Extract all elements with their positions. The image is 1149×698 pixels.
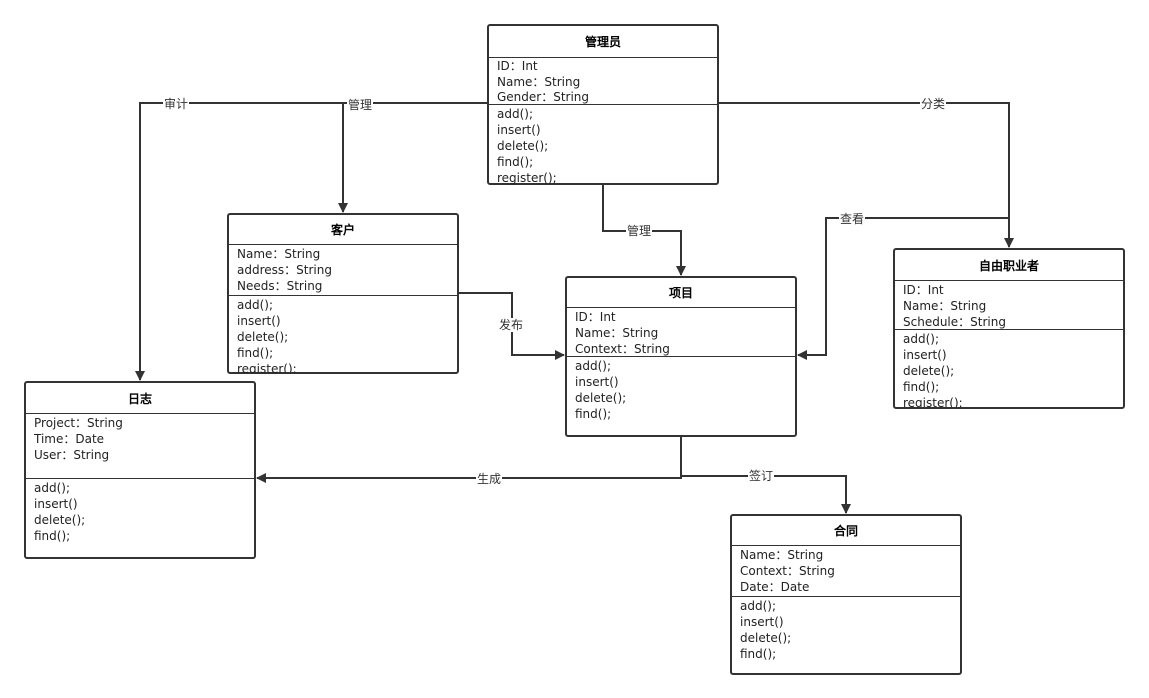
class-attributes: ID：Int Name：String Schedule：String (895, 281, 1123, 330)
attribute-row: Name：String (497, 75, 581, 89)
attribute-row: Date：Date (740, 580, 810, 594)
operation-row: delete(); (575, 391, 627, 405)
class-title: 日志 (26, 383, 254, 414)
attribute-row: ID：Int (497, 59, 538, 73)
class-title: 自由职业者 (895, 250, 1123, 281)
class-customer[interactable]: 客户 Name：String address：String Needs：Stri… (227, 213, 459, 374)
operation-row: delete(); (740, 631, 792, 645)
class-freelancer[interactable]: 自由职业者 ID：Int Name：String Schedule：String… (893, 248, 1125, 409)
label-manage-project: 管理 (626, 224, 653, 238)
operation-row: find(); (903, 380, 940, 394)
label-view: 查看 (839, 212, 866, 226)
edge-admin-freelancer (718, 102, 1014, 248)
class-project[interactable]: 项目 ID：Int Name：String Context：String add… (565, 276, 797, 437)
class-title: 合同 (732, 516, 960, 546)
attribute-row: Name：String (740, 548, 824, 562)
operation-row: add(); (34, 481, 70, 495)
operation-row: insert() (575, 375, 619, 389)
operation-row: insert() (237, 314, 281, 328)
class-operations: add(); insert() delete(); find(); (567, 357, 795, 422)
operation-row: register(); (237, 362, 297, 373)
attribute-row: Project：String (34, 416, 123, 430)
operation-row: add(); (497, 107, 533, 121)
operation-row: add(); (740, 599, 776, 613)
operation-row: find(); (740, 647, 777, 661)
class-attributes: Project：String Time：Date User：String (26, 414, 254, 479)
edge-project-contract (681, 475, 851, 514)
attribute-row: Context：String (740, 564, 835, 578)
edge-freelancer-project (797, 217, 1009, 360)
label-publish: 发布 (498, 318, 525, 332)
class-attributes: Name：String Context：String Date：Date (732, 546, 960, 597)
operation-row: register(); (497, 171, 557, 185)
operation-row: delete(); (34, 513, 86, 527)
class-admin[interactable]: 管理员 ID：Int Name：String Gender：String add… (487, 24, 719, 185)
class-title: 项目 (567, 278, 795, 308)
operation-row: insert() (740, 615, 784, 629)
operation-row: find(); (237, 346, 274, 360)
label-classify: 分类 (920, 97, 947, 111)
attribute-row: Context：String (575, 342, 670, 356)
label-manage-customer: 管理 (347, 98, 374, 112)
operation-row: delete(); (903, 364, 955, 378)
class-log[interactable]: 日志 Project：String Time：Date User：String … (24, 381, 256, 559)
attribute-row: ID：Int (575, 310, 616, 324)
operation-row: insert() (34, 497, 78, 511)
edge-project-log (256, 436, 682, 483)
attribute-row: Gender：String (497, 90, 590, 104)
attribute-row: Schedule：String (903, 315, 1006, 329)
class-operations: add(); insert() delete(); find(); regist… (229, 296, 457, 373)
operation-row: insert() (497, 123, 541, 137)
operation-row: delete(); (237, 330, 289, 344)
label-audit: 审计 (163, 97, 190, 111)
class-attributes: ID：Int Name：String Gender：String (489, 58, 717, 105)
class-operations: add(); insert() delete(); find(); regist… (489, 105, 717, 186)
attribute-row: Name：String (903, 299, 987, 313)
operation-row: find(); (497, 155, 534, 169)
operation-row: find(); (575, 407, 612, 421)
attribute-row: Needs：String (237, 279, 323, 293)
attribute-row: Time：Date (34, 432, 105, 446)
class-title: 管理员 (489, 26, 717, 58)
operation-row: register(); (903, 396, 963, 407)
operation-row: insert() (903, 348, 947, 362)
attribute-row: Name：String (575, 326, 659, 340)
operation-row: delete(); (497, 139, 549, 153)
operation-row: add(); (575, 359, 611, 373)
label-sign: 签订 (748, 469, 775, 483)
attribute-row: address：String (237, 263, 332, 277)
class-operations: add(); insert() delete(); find(); (26, 479, 254, 544)
class-attributes: ID：Int Name：String Context：String (567, 308, 795, 357)
attribute-row: Name：String (237, 247, 321, 261)
operation-row: find(); (34, 529, 71, 543)
label-generate: 生成 (476, 472, 503, 486)
class-title: 客户 (229, 215, 457, 245)
class-attributes: Name：String address：String Needs：String (229, 245, 457, 296)
operation-row: add(); (903, 332, 939, 346)
class-operations: add(); insert() delete(); find(); (732, 597, 960, 662)
operation-row: add(); (237, 298, 273, 312)
class-contract[interactable]: 合同 Name：String Context：String Date：Date … (730, 514, 962, 675)
attribute-row: User：String (34, 448, 110, 462)
attribute-row: ID：Int (903, 283, 944, 297)
class-operations: add(); insert() delete(); find(); regist… (895, 330, 1123, 407)
